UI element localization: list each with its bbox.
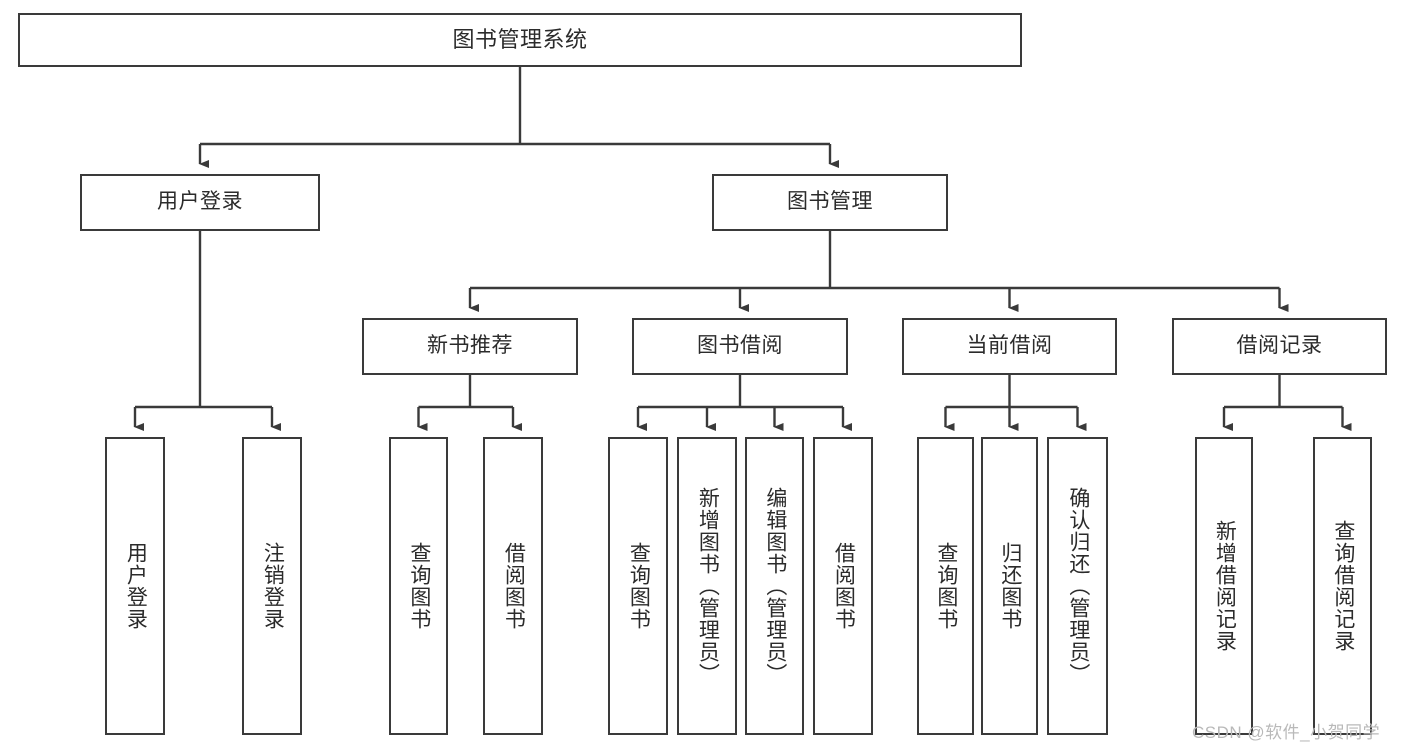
node-leaf-current-query-book[interactable]: 查询图书 <box>917 437 974 735</box>
node-leaf-recommend-query-book[interactable]: 查询图书 <box>389 437 448 735</box>
node-label: 用户登录 <box>157 190 243 214</box>
node-leaf-borrow-borrow-book[interactable]: 借阅图书 <box>813 437 873 735</box>
node-label: 用户登录 <box>124 542 148 630</box>
node-label: 借阅记录 <box>1236 334 1323 358</box>
node-label: 确认归还（管理员） <box>1066 487 1090 685</box>
node-label: 归还图书 <box>998 542 1022 630</box>
node-new-book-recommend[interactable]: 新书推荐 <box>362 318 578 375</box>
node-user-login[interactable]: 用户登录 <box>80 174 320 231</box>
node-root[interactable]: 图书管理系统 <box>18 13 1022 67</box>
node-leaf-current-return-book[interactable]: 归还图书 <box>981 437 1038 735</box>
node-label: 借阅图书 <box>832 542 856 630</box>
node-leaf-user-logout[interactable]: 注销登录 <box>242 437 302 735</box>
node-leaf-borrow-edit-book[interactable]: 编辑图书（管理员） <box>745 437 804 735</box>
node-book-borrow[interactable]: 图书借阅 <box>632 318 848 375</box>
node-label: 新增借阅记录 <box>1213 520 1237 652</box>
node-leaf-borrow-query-book[interactable]: 查询图书 <box>608 437 668 735</box>
node-leaf-recommend-borrow-book[interactable]: 借阅图书 <box>483 437 543 735</box>
node-label: 图书管理 <box>787 190 873 214</box>
node-leaf-user-login[interactable]: 用户登录 <box>105 437 165 735</box>
node-label: 查询图书 <box>934 542 958 630</box>
node-leaf-borrow-add-book[interactable]: 新增图书（管理员） <box>677 437 737 735</box>
node-label: 注销登录 <box>261 542 285 630</box>
node-leaf-current-confirm-return[interactable]: 确认归还（管理员） <box>1047 437 1108 735</box>
node-label: 借阅图书 <box>502 542 526 630</box>
node-label: 查询图书 <box>627 542 651 630</box>
node-leaf-record-query[interactable]: 查询借阅记录 <box>1313 437 1372 735</box>
node-borrow-record[interactable]: 借阅记录 <box>1172 318 1387 375</box>
node-label: 当前借阅 <box>966 334 1053 358</box>
node-label: 查询借阅记录 <box>1331 520 1355 652</box>
node-book-manage[interactable]: 图书管理 <box>712 174 948 231</box>
node-label: 查询图书 <box>407 542 431 630</box>
node-label: 图书管理系统 <box>452 27 588 53</box>
node-label: 图书借阅 <box>697 334 783 358</box>
node-current-borrow[interactable]: 当前借阅 <box>902 318 1117 375</box>
node-leaf-record-add[interactable]: 新增借阅记录 <box>1195 437 1253 735</box>
node-label: 新增图书（管理员） <box>696 487 720 685</box>
node-label: 编辑图书（管理员） <box>763 487 787 685</box>
node-label: 新书推荐 <box>427 334 513 358</box>
